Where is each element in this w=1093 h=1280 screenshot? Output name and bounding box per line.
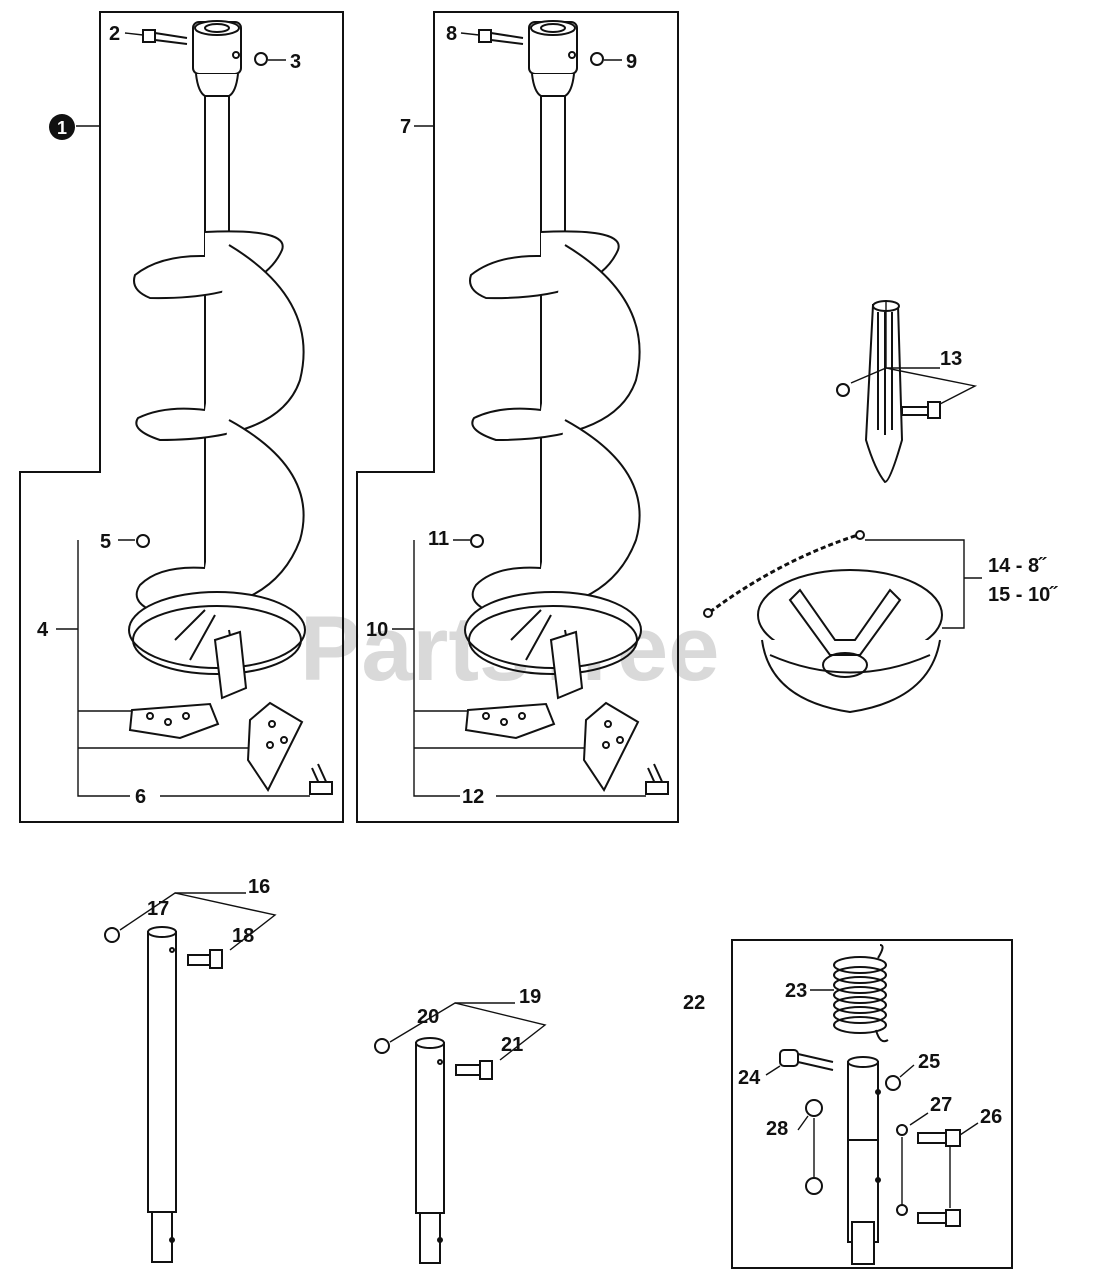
kit-22-drawing (779, 944, 961, 1265)
label-7: 7 (400, 116, 411, 138)
extension-16-leaders (119, 892, 277, 951)
label-15: 15 - 10˝ (988, 584, 1058, 606)
point-13-leaders (850, 300, 978, 405)
label-14: 14 - 8˝ (988, 555, 1047, 577)
label-12: 12 (462, 786, 484, 808)
label-22: 22 (683, 992, 705, 1014)
label-25: 25 (918, 1051, 940, 1073)
label-8: 8 (446, 23, 457, 45)
label-2: 2 (109, 23, 120, 45)
label-19: 19 (519, 986, 541, 1008)
extension-16-drawing (104, 926, 223, 1263)
auger-1-drawing (128, 20, 333, 795)
auger-7-frame (356, 11, 679, 823)
label-20: 20 (417, 1006, 439, 1028)
auger-1-frame (19, 11, 344, 823)
auger-1-leaders (56, 32, 310, 797)
label-16: 16 (248, 876, 270, 898)
auger-7-leaders (392, 32, 646, 797)
cap-14-15-leaders (865, 539, 982, 629)
label-9: 9 (626, 51, 637, 73)
label-17: 17 (147, 898, 169, 920)
label-26: 26 (980, 1106, 1002, 1128)
label-27: 27 (930, 1094, 952, 1116)
extension-19-leaders (389, 1002, 547, 1061)
label-28: 28 (766, 1118, 788, 1140)
label-1: 1 (57, 118, 67, 138)
cap-14-15-drawing (703, 530, 943, 714)
callout-labels: 1 2 3 4 5 6 7 8 9 10 11 12 13 14 - 8˝ 15… (37, 23, 1058, 1140)
label-23: 23 (785, 980, 807, 1002)
label-4: 4 (37, 619, 49, 641)
label-11: 11 (428, 528, 449, 550)
kit-22-frame (731, 939, 1013, 1269)
point-13-drawing (836, 300, 941, 484)
kit-22-leaders (765, 989, 979, 1208)
label-3: 3 (290, 51, 301, 73)
label-10: 10 (366, 619, 388, 641)
extension-19-drawing (374, 1037, 493, 1264)
auger-7-drawing (464, 20, 669, 795)
label-24: 24 (738, 1067, 761, 1089)
label-5: 5 (100, 531, 111, 553)
label-13: 13 (940, 348, 962, 370)
label-18: 18 (232, 925, 254, 947)
label-21: 21 (501, 1034, 523, 1056)
callout-1-badge (49, 114, 75, 140)
label-6: 6 (135, 786, 146, 808)
